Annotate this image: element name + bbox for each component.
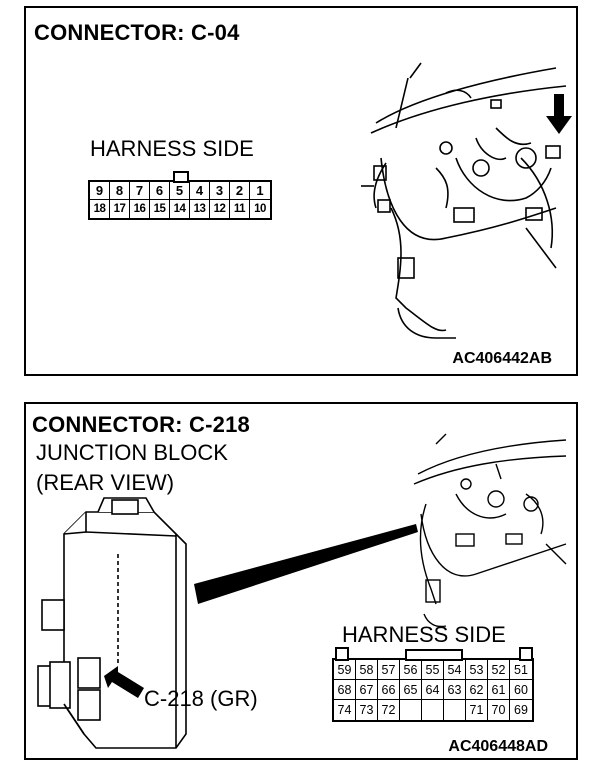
pin-cell: 63 <box>444 680 466 700</box>
pin-cell: 6 <box>150 182 170 200</box>
pin-cell: 71 <box>466 700 488 720</box>
pin-cell: 66 <box>378 680 400 700</box>
pin-cell: 73 <box>356 700 378 720</box>
harness-side-label: HARNESS SIDE <box>90 136 254 161</box>
connector-callout-label: C-218 (GR) <box>144 686 258 711</box>
pin-cell: 4 <box>190 182 210 200</box>
pin-cell: 14 <box>170 200 190 218</box>
location-wedge <box>194 524 418 604</box>
pin-cell: 56 <box>400 660 422 680</box>
pin-cell: 13 <box>190 200 210 218</box>
pin-cell: 68 <box>334 680 356 700</box>
pin-cell: 11 <box>230 200 250 218</box>
pin-cell: 54 <box>444 660 466 680</box>
pin-cell: 59 <box>334 660 356 680</box>
connector-lock-tab <box>173 171 189 183</box>
pin-cell: 52 <box>488 660 510 680</box>
pin-cell: 70 <box>488 700 510 720</box>
pin-cell: 67 <box>356 680 378 700</box>
pin-cell: 58 <box>356 660 378 680</box>
pin-cell: 51 <box>510 660 532 680</box>
pin-cell: 5 <box>170 182 190 200</box>
empty-pin-cell <box>400 700 422 720</box>
junction-block-label: JUNCTION BLOCK <box>36 440 228 465</box>
location-arrow-icon <box>546 94 572 134</box>
pin-cell: 10 <box>254 203 266 215</box>
pin-cell: 9 <box>90 182 110 200</box>
pin-cell: 7 <box>130 182 150 200</box>
pin-cell: 65 <box>400 680 422 700</box>
pin-cell: 12 <box>210 200 230 218</box>
dashboard-wiring-illustration <box>361 62 572 339</box>
panel-title: CONNECTOR: C-04 <box>34 20 240 45</box>
pin-cell: 69 <box>514 703 528 717</box>
pin-cell: 72 <box>378 700 400 720</box>
pin-cell: 55 <box>422 660 444 680</box>
pin-cell: 2 <box>230 182 250 200</box>
pin-cell: 16 <box>130 200 150 218</box>
pin-cell: 74 <box>334 700 356 720</box>
pin-cell: 57 <box>378 660 400 680</box>
pin-cell: 18 <box>90 200 110 218</box>
pin-cell: 8 <box>110 182 130 200</box>
pin-cell: 15 <box>150 200 170 218</box>
pin-cell: 53 <box>466 660 488 680</box>
rear-view-label: (REAR VIEW) <box>36 470 175 495</box>
figure-code: AC406448AD <box>448 738 548 755</box>
pin-cell: 60 <box>510 680 532 700</box>
empty-pin-cell <box>444 700 466 720</box>
callout-arrow-icon <box>104 666 144 698</box>
panel-title: CONNECTOR: C-218 <box>32 412 250 437</box>
figure-code: AC406442AB <box>452 350 552 367</box>
pin-cell: 61 <box>488 680 510 700</box>
connector-c218-panel: CONNECTOR: C-218 JUNCTION BLOCK (REAR VI… <box>24 402 578 760</box>
pin-cell: 64 <box>422 680 444 700</box>
empty-pin-cell <box>422 700 444 720</box>
pin-cell: 62 <box>466 680 488 700</box>
pin-cell: 1 <box>250 182 270 200</box>
pin-cell: 3 <box>210 182 230 200</box>
connector-lock-tabs <box>335 647 533 661</box>
pin-cell: 17 <box>110 200 130 218</box>
harness-side-label: HARNESS SIDE <box>342 622 506 647</box>
junction-block-illustration <box>37 433 567 749</box>
